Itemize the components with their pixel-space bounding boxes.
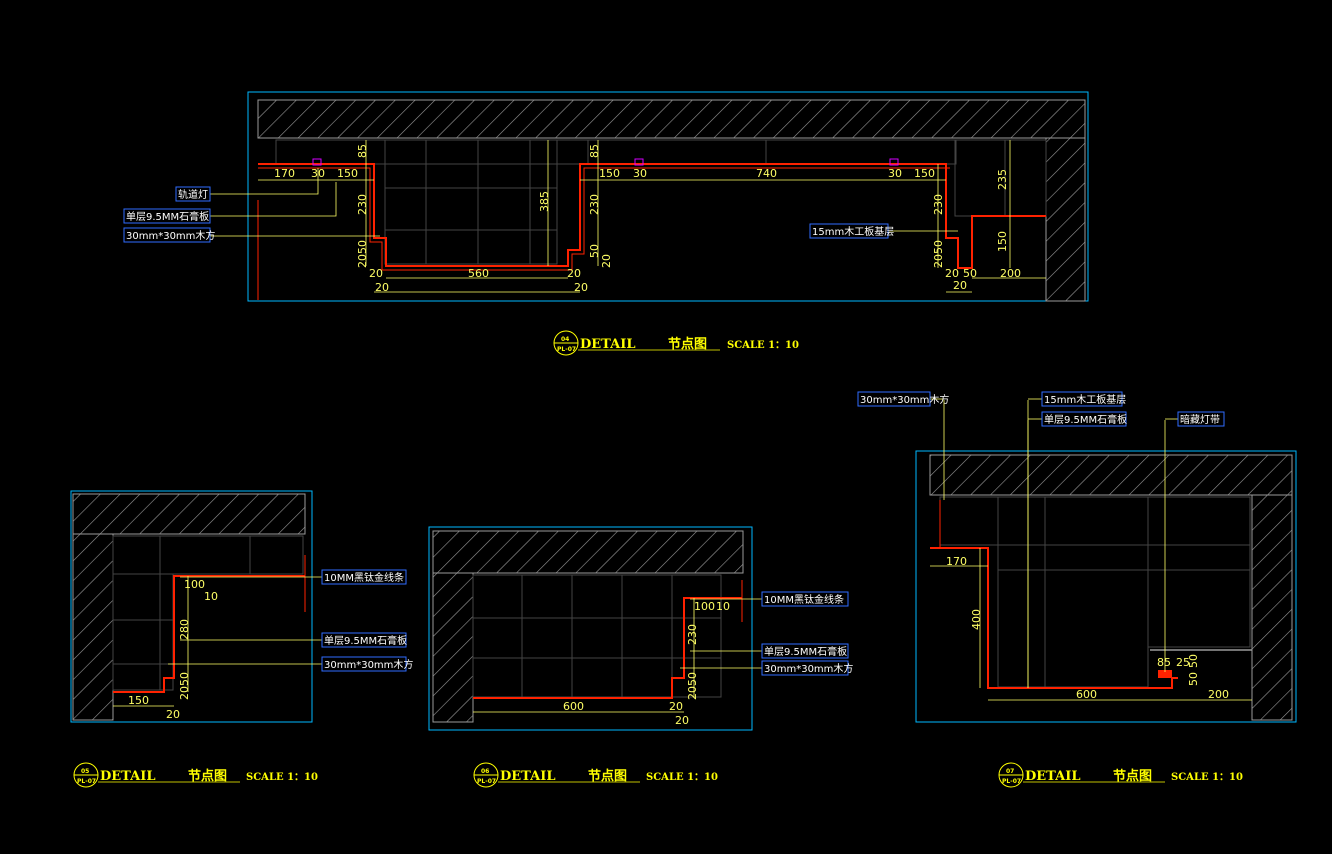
dim-10: 10 — [716, 600, 730, 613]
dim-400: 400 — [970, 609, 983, 630]
detail-04-title-cn: 节点图 — [668, 336, 707, 352]
dim-20: 20 — [166, 708, 180, 721]
dim-150: 150 — [996, 231, 1009, 252]
detail-04-ceiling-profile — [258, 163, 1046, 269]
detail-04-title: 04 PL-07 DETAIL 节点图 SCALE 1：10 — [553, 330, 799, 356]
dim-50: 50 — [1187, 654, 1200, 668]
dim-230: 230 — [686, 624, 699, 645]
label-wood-batten: 30mm*30mm木方 — [126, 229, 215, 242]
dim-600: 600 — [1076, 688, 1097, 701]
detail-05-scale: SCALE 1：10 — [246, 772, 318, 783]
detail-04-detail-word: DETAIL — [580, 337, 635, 352]
label-wood-batten: 30mm*30mm木方 — [860, 393, 949, 406]
label-gypsum-board: 单层9.5MM石膏板 — [126, 210, 209, 223]
dim-20: 20 — [669, 700, 683, 713]
dim-150: 150 — [599, 167, 620, 180]
dim-2050: 2050 — [356, 240, 369, 268]
detail-06-detail-word: DETAIL — [500, 769, 555, 784]
dim-100: 100 — [184, 578, 205, 591]
label-titanium-strip: 10MM黑钛金线条 — [324, 571, 404, 584]
dim-200: 200 — [1000, 267, 1021, 280]
detail-07-title: 07 PL-07 DETAIL 节点图 SCALE 1：10 — [998, 762, 1243, 788]
detail-04-batten-grid — [275, 139, 1047, 265]
dim-235: 235 — [996, 169, 1009, 190]
dim-50: 50 — [588, 244, 601, 258]
dim-150: 150 — [337, 167, 358, 180]
dim-170: 170 — [274, 167, 295, 180]
dim-20: 20 — [945, 267, 959, 280]
dim-2050: 2050 — [178, 672, 191, 700]
detail-07-detail-word: DETAIL — [1025, 769, 1080, 784]
dim-20: 20 — [600, 254, 613, 268]
detail-05-drawing: 100 10 280 2050 150 20 10MM黑钛金线条 单层9.5MM… — [70, 490, 413, 723]
dim-20: 20 — [369, 267, 383, 280]
dim-385: 385 — [538, 191, 551, 212]
dim-30: 30 — [888, 167, 902, 180]
detail-06-title: 06 PL-07 DETAIL 节点图 SCALE 1：10 — [473, 762, 718, 788]
detail-07-title-cn: 节点图 — [1113, 768, 1152, 784]
detail-07-sheet: PL-07 — [1002, 778, 1021, 785]
label-wood-batten: 30mm*30mm木方 — [324, 658, 413, 671]
label-wood-batten: 30mm*30mm木方 — [764, 662, 853, 675]
detail-05-title-cn: 节点图 — [188, 768, 227, 784]
dim-230: 230 — [932, 194, 945, 215]
dim-230: 230 — [588, 194, 601, 215]
detail-06-drawing: 100 10 230 2050 600 20 20 10MM黑钛金线条 单层9.… — [428, 526, 853, 731]
label-gypsum-board: 单层9.5MM石膏板 — [764, 645, 847, 658]
dim-150: 150 — [128, 694, 149, 707]
detail-06-title-cn: 节点图 — [588, 768, 627, 784]
detail-04-drawing: 170 30 150 150 30 740 30 150 560 20 20 2… — [123, 91, 1089, 302]
label-plywood-base: 15mm木工板基层 — [812, 225, 894, 238]
dim-85: 85 — [356, 144, 369, 158]
label-gypsum-board: 单层9.5MM石膏板 — [1044, 413, 1127, 426]
dim-100: 100 — [694, 600, 715, 613]
detail-06-number: 06 — [481, 768, 489, 775]
dim-85: 85 — [588, 144, 601, 158]
dim-25: 25 — [1176, 656, 1190, 669]
detail-04-sheet: PL-07 — [557, 346, 576, 353]
detail-04-frame — [247, 91, 1089, 302]
dim-560: 560 — [468, 267, 489, 280]
label-titanium-strip: 10MM黑钛金线条 — [764, 593, 844, 606]
dim-2050: 2050 — [686, 672, 699, 700]
detail-07-drawing: 170 400 85 25 50 50 600 200 30mm*30mm木方 … — [857, 391, 1297, 723]
dim-280: 280 — [178, 619, 191, 640]
dim-50: 50 — [1187, 672, 1200, 686]
dim-230: 230 — [356, 194, 369, 215]
detail-04-slab-hatch — [257, 99, 1086, 139]
dim-20: 20 — [567, 267, 581, 280]
dim-20: 20 — [953, 279, 967, 292]
dim-170: 170 — [946, 555, 967, 568]
detail-06-sheet: PL-07 — [477, 778, 496, 785]
label-track-light: 轨道灯 — [178, 188, 208, 201]
dim-2050: 2050 — [932, 240, 945, 268]
detail-05-title: 05 PL-07 DETAIL 节点图 SCALE 1：10 — [73, 762, 318, 788]
detail-07-number: 07 — [1006, 768, 1014, 775]
label-hidden-light: 暗藏灯带 — [1180, 413, 1220, 426]
detail-04-scale: SCALE 1：10 — [727, 340, 799, 351]
dim-150: 150 — [914, 167, 935, 180]
label-gypsum-board: 单层9.5MM石膏板 — [324, 634, 407, 647]
detail-07-scale: SCALE 1：10 — [1171, 772, 1243, 783]
dim-20: 20 — [675, 714, 689, 727]
dim-200: 200 — [1208, 688, 1229, 701]
label-plywood-base: 15mm木工板基层 — [1044, 393, 1126, 406]
dim-20: 20 — [574, 281, 588, 294]
detail-05-sheet: PL-07 — [77, 778, 96, 785]
detail-05-detail-word: DETAIL — [100, 769, 155, 784]
dim-740: 740 — [756, 167, 777, 180]
dim-85: 85 — [1157, 656, 1171, 669]
detail-04-number: 04 — [561, 336, 569, 343]
detail-04-wall-hatch — [1045, 137, 1086, 302]
detail-06-scale: SCALE 1：10 — [646, 772, 718, 783]
detail-05-number: 05 — [81, 768, 89, 775]
dim-20: 20 — [375, 281, 389, 294]
dim-600: 600 — [563, 700, 584, 713]
dim-30: 30 — [633, 167, 647, 180]
dim-10: 10 — [204, 590, 218, 603]
dim-50: 50 — [963, 267, 977, 280]
